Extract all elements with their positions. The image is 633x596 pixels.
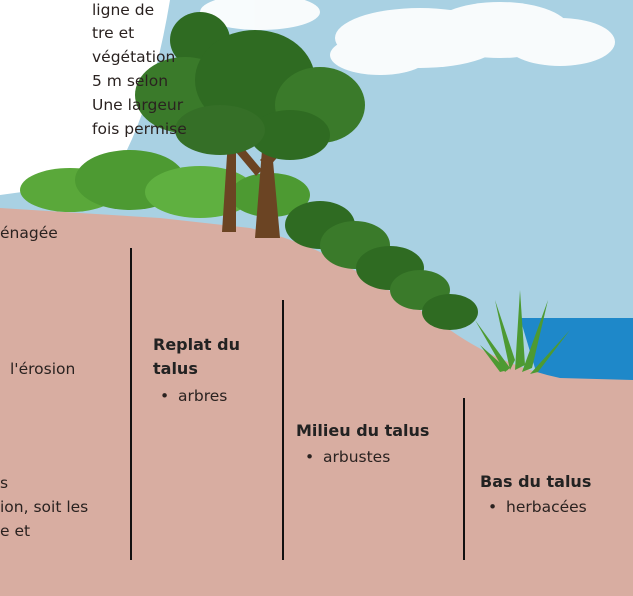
zone-replat-title-line-1: Replat du xyxy=(153,335,240,354)
grasses xyxy=(475,290,570,374)
bullet-icon: • xyxy=(488,498,498,516)
divider-1 xyxy=(130,248,132,560)
bullet-icon: • xyxy=(305,448,315,466)
intro-panel xyxy=(0,0,170,195)
zone-milieu-item-label: arbustes xyxy=(323,448,391,466)
intro-line-5: Une largeur xyxy=(92,96,184,114)
intro-line-6: fois permise xyxy=(92,120,187,138)
intro-line-4: 5 m selon xyxy=(92,72,169,90)
zone-milieu-item: • arbustes xyxy=(305,448,390,466)
water xyxy=(520,318,633,385)
cloud xyxy=(200,0,615,75)
zone-replat-item: • arbres xyxy=(160,387,227,405)
zone-bas-title: Bas du talus xyxy=(480,472,592,491)
zone-bas-item: • herbacées xyxy=(488,498,587,516)
left-text-erosion: l'érosion xyxy=(10,360,76,378)
zone-bas-item-label: herbacées xyxy=(506,498,587,516)
shrubs-slope xyxy=(285,201,478,330)
left-text-e-et: e et xyxy=(0,522,31,540)
zone-replat-item-label: arbres xyxy=(178,387,228,405)
intro-line-3: végétation xyxy=(92,48,176,66)
amenagee-text: énagée xyxy=(0,224,58,242)
divider-2 xyxy=(282,300,284,560)
zone-replat-title-line-2: talus xyxy=(153,359,198,378)
zone-milieu-title: Milieu du talus xyxy=(296,421,430,440)
left-text-ion: ion, soit les xyxy=(0,498,89,516)
bullet-icon: • xyxy=(160,387,170,405)
tree-canopy xyxy=(135,12,365,160)
left-text-s: s xyxy=(0,474,9,492)
intro-line-1: ligne de xyxy=(92,1,155,19)
intro-line-2: tre et xyxy=(92,24,135,42)
soil-bank xyxy=(0,208,633,596)
divider-3 xyxy=(463,398,465,560)
